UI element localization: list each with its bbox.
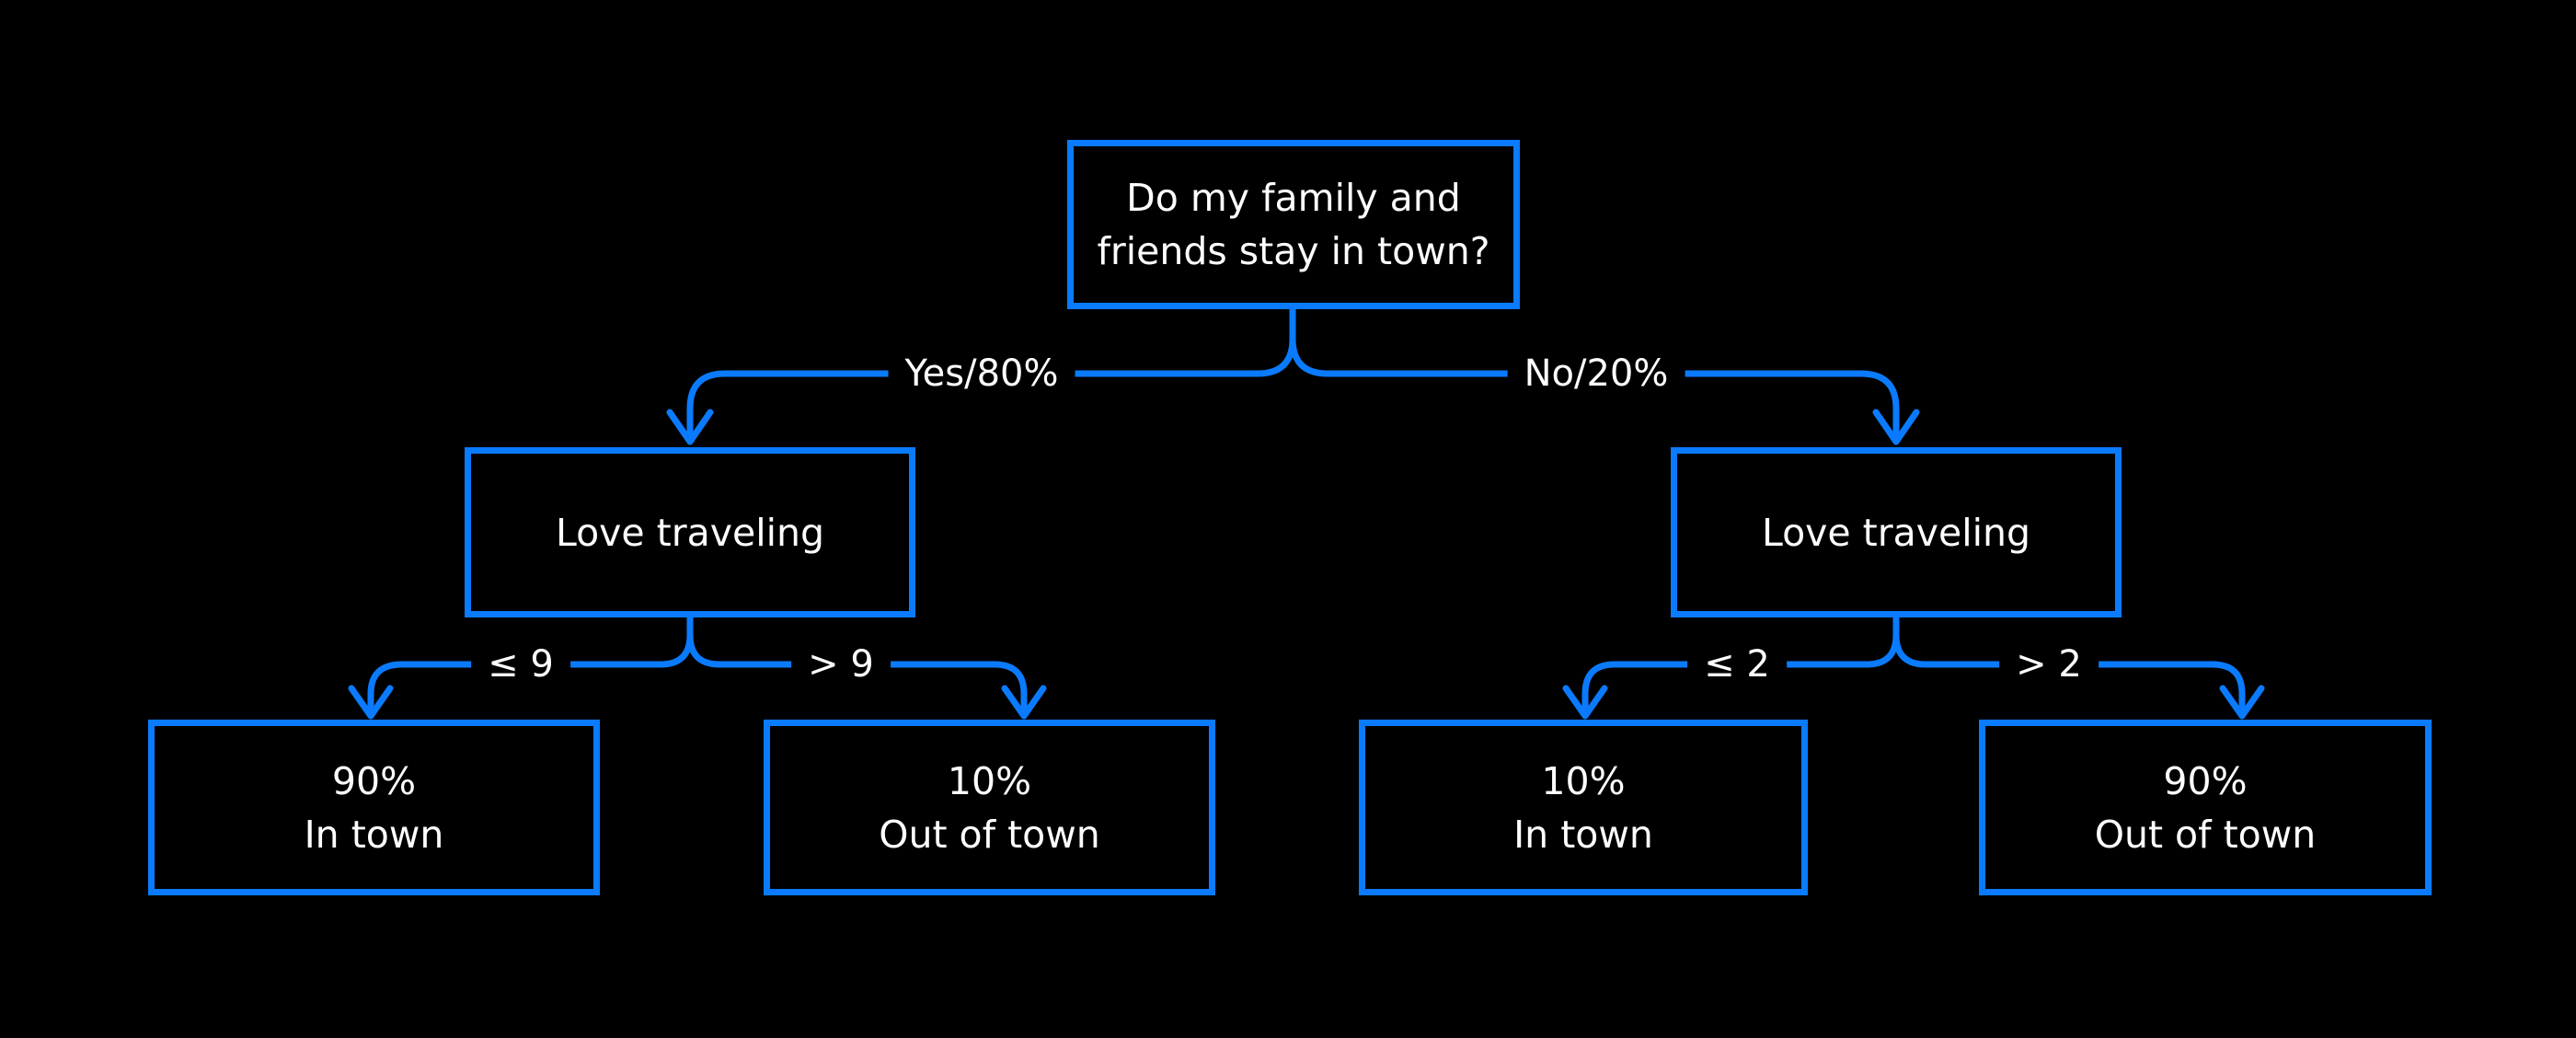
arrowhead-down-icon [1872, 409, 1920, 445]
node-love-traveling-right: Love traveling [1671, 447, 2122, 617]
edge-label-yes: Yes/80% [888, 350, 1075, 398]
node-love-traveling-left: Love traveling [465, 447, 915, 617]
node-label: Love traveling [1761, 510, 2031, 555]
leaf-value: 10% [1541, 758, 1626, 803]
edge-label-gt2: > 2 [1999, 640, 2099, 688]
leaf-10-out-town: 10% Out of town [764, 720, 1215, 895]
leaf-90-in-town: 90% In town [148, 720, 600, 895]
root-question-line1: Do my family and [1126, 176, 1461, 220]
node-root-question: Do my family and friends stay in town? [1067, 140, 1520, 309]
leaf-90-out-town: 90% Out of town [1979, 720, 2432, 895]
leaf-value: 10% [947, 758, 1032, 803]
edge-label-le2: ≤ 2 [1687, 640, 1787, 688]
arrowhead-down-icon [1001, 685, 1047, 720]
node-label: Love traveling [555, 510, 825, 555]
arrowhead-down-icon [348, 685, 394, 720]
edge-label-le9: ≤ 9 [471, 640, 570, 688]
edge-label-no: No/20% [1507, 350, 1685, 398]
leaf-place: In town [1513, 812, 1653, 857]
leaf-place: In town [304, 812, 444, 857]
arrowhead-down-icon [1562, 685, 1608, 720]
leaf-place: Out of town [879, 812, 1100, 857]
root-question-line2: friends stay in town? [1097, 229, 1490, 273]
arrowhead-down-icon [666, 409, 714, 445]
leaf-10-in-town: 10% In town [1359, 720, 1808, 895]
leaf-value: 90% [2163, 758, 2248, 803]
leaf-place: Out of town [2094, 812, 2317, 857]
edge-label-gt9: > 9 [791, 640, 891, 688]
arrowhead-down-icon [2219, 685, 2265, 720]
leaf-value: 90% [331, 758, 417, 803]
